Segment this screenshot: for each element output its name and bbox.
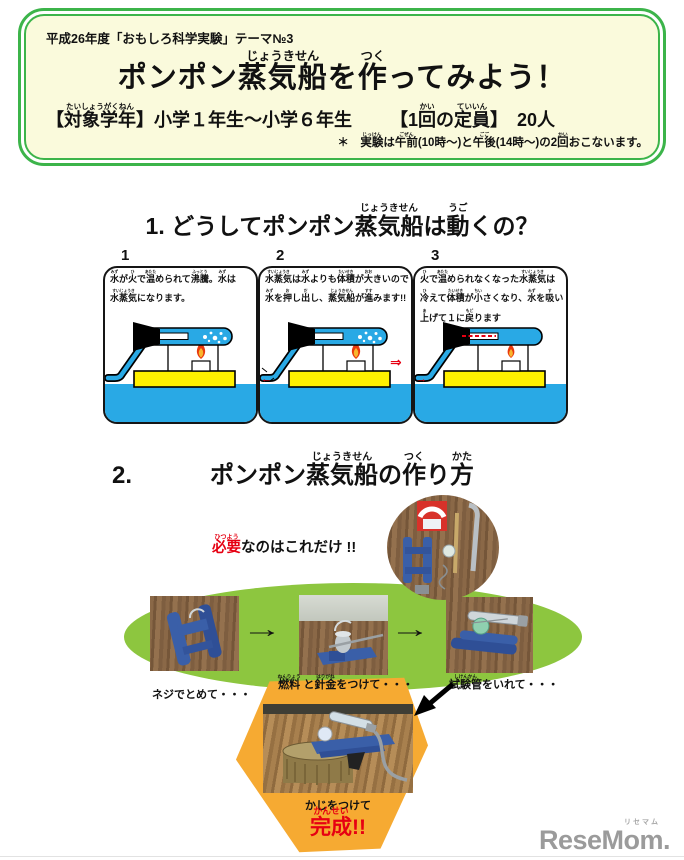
water-out-arrow-icon: ← bbox=[261, 373, 272, 385]
step1-caption: ネジでとめて・・・ bbox=[152, 689, 251, 701]
theme-line: 平成26年度「おもしろ科学実験」テーマ№3 bbox=[46, 32, 294, 46]
step2-photo bbox=[299, 595, 388, 675]
steam-bubbles bbox=[358, 331, 382, 344]
resemom-logo: リセマム ReseMom. bbox=[538, 817, 671, 855]
panel-1-text: 水みずが火ひで温あたためられて沸騰ふっとう。水みずは水蒸気すいじょうきになります… bbox=[110, 270, 236, 304]
steam-boat-diagram-3: → bbox=[415, 322, 566, 422]
final-photo bbox=[263, 704, 413, 793]
materials-label-rest: なのはこれだけ !! bbox=[241, 540, 357, 556]
page-bottom-edge bbox=[0, 856, 684, 857]
right-arrow-icon: → bbox=[241, 616, 283, 643]
hull-parts-graphic bbox=[166, 604, 222, 666]
panel-2: 水蒸気すいじょうきは水みずよりも体積たいせきが大おおきいので水みずを押おし出だし… bbox=[258, 266, 413, 424]
section2-number: 2. bbox=[112, 462, 133, 489]
target-grade-label: 【対象学年たいしょうがくねん】小学１年生～小学６年生 bbox=[46, 102, 352, 130]
resemom-logo-text: ReseMom. bbox=[538, 825, 671, 855]
panel-1: 水みずが火ひで温あたためられて沸騰ふっとう。水みずは水蒸気すいじょうきになります… bbox=[103, 266, 258, 424]
complete-label: 完成かんせい!! bbox=[310, 806, 366, 839]
room-background bbox=[299, 595, 388, 621]
right-arrow-icon: → bbox=[389, 616, 431, 643]
step1-photo bbox=[150, 596, 239, 671]
water-in-arrow-icon: → bbox=[416, 373, 427, 385]
section1-heading: 1. どうしてポンポン蒸気船じょうきせんは動うごくの？ bbox=[145, 203, 539, 239]
panel-3: 火ひで温あたためられなくなった水蒸気すいじょうきは冷ひえて体積たいせきが小ちいさ… bbox=[413, 266, 568, 424]
panel-3-text: 火ひで温あたためられなくなった水蒸気すいじょうきは冷ひえて体積たいせきが小ちいさ… bbox=[420, 270, 564, 323]
step3-caption: 試験管しけんかんをいれて・・・ bbox=[449, 674, 559, 691]
steam-boat-diagram-2: ⇒ ← bbox=[260, 322, 411, 422]
steam-boat-diagram-1 bbox=[105, 322, 256, 422]
down-left-arrow-icon bbox=[414, 682, 455, 716]
fuel-wire-graphic bbox=[317, 620, 384, 665]
push-arrow-icon: ⇒ bbox=[390, 354, 402, 370]
resemom-logo-kana: リセマム bbox=[624, 819, 660, 826]
finished-boat-graphic bbox=[263, 704, 413, 785]
materials-items bbox=[403, 501, 480, 594]
final-caption: かじをつけて bbox=[305, 800, 371, 812]
section2-heading: ポンポン蒸気船じょうきせんの作つくり方かた bbox=[210, 452, 474, 489]
materials-label-red: 必要ひつよう bbox=[212, 534, 241, 556]
panel-number-2: 2 bbox=[276, 247, 285, 264]
steam-bubbles bbox=[203, 331, 227, 344]
step2-caption: 燃料ねんりょう と針金はりがねをつけて・・・ bbox=[277, 674, 414, 691]
schedule-note: ＊ 実験じっけんは午前ごぜん(10時～)と午後ごご(14時～)の2回かいおこない… bbox=[337, 133, 648, 149]
info-row: 【対象学年たいしょうがくねん】小学１年生～小学６年生 【1回かいの定員ていいん】… bbox=[46, 102, 555, 132]
capacity-label: 【1回かいの定員ていいん】 20人 bbox=[390, 102, 556, 130]
materials-photo bbox=[387, 495, 499, 600]
panel-2-text: 水蒸気すいじょうきは水みずよりも体積たいせきが大おおきいので水みずを押おし出だし… bbox=[265, 270, 409, 304]
materials-label: 必要ひつようなのはこれだけ !! bbox=[212, 534, 356, 557]
header-box-inner: 平成26年度「おもしろ科学実験」テーマ№3 ポンポン蒸気船じょうきせんを作つくっ… bbox=[24, 14, 660, 160]
water-splash bbox=[261, 367, 275, 382]
explanation-panels: 水みずが火ひで温あたためられて沸騰ふっとう。水みずは水蒸気すいじょうきになります… bbox=[103, 266, 568, 424]
panel-number-1: 1 bbox=[121, 247, 130, 264]
page-title: ポンポン蒸気船じょうきせんを作つくってみよう！ bbox=[117, 49, 567, 94]
header-box: 平成26年度「おもしろ科学実験」テーマ№3 ポンポン蒸気船じょうきせんを作つくっ… bbox=[18, 8, 666, 166]
panel-number-3: 3 bbox=[431, 247, 440, 264]
step3-photo bbox=[446, 597, 533, 673]
test-tube-boat-graphic bbox=[450, 610, 529, 655]
